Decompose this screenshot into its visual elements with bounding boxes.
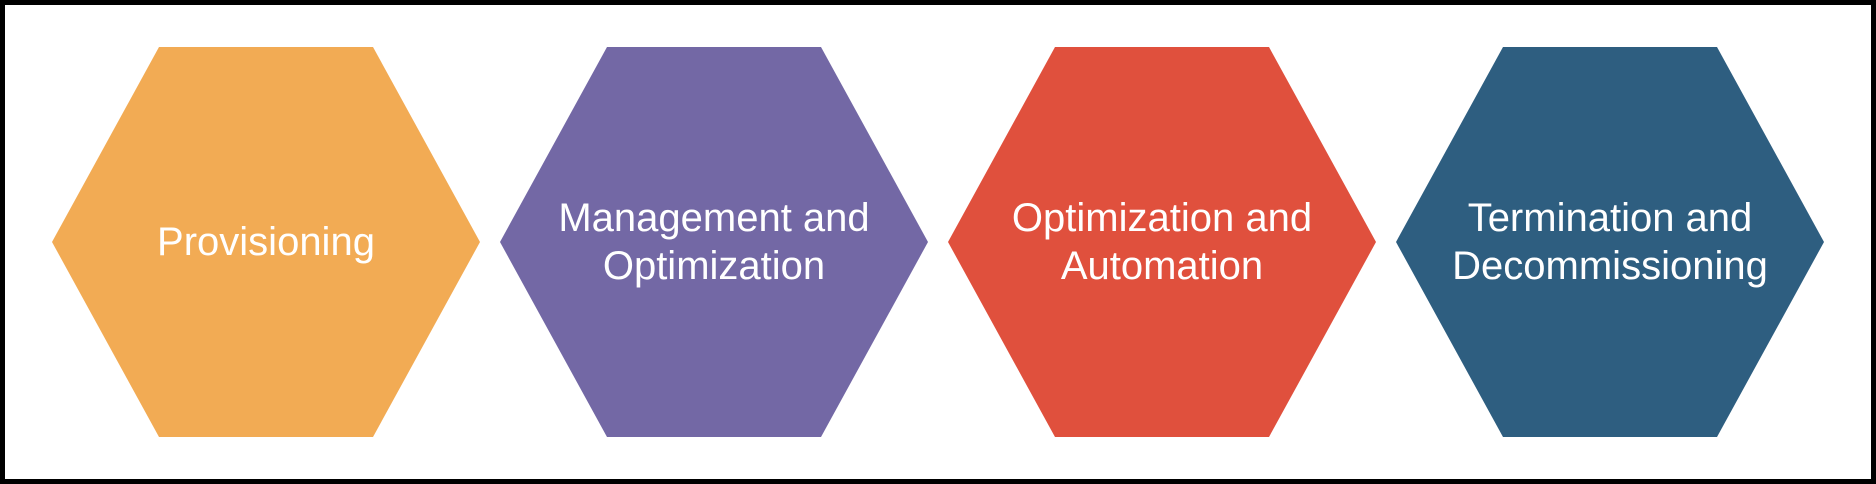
hexagon-management-optimization: Management and Optimization [500, 47, 928, 437]
hexagon-label: Management and Optimization [558, 196, 870, 288]
hexagon-label: Termination and Decommissioning [1452, 196, 1768, 288]
hexagon-optimization-automation: Optimization and Automation [948, 47, 1376, 437]
hexagon-label: Provisioning [157, 220, 375, 264]
hexagon-termination-decommissioning: Termination and Decommissioning [1396, 47, 1824, 437]
hexagon-label: Optimization and Automation [1011, 196, 1313, 288]
hexagon-provisioning: Provisioning [52, 47, 480, 437]
